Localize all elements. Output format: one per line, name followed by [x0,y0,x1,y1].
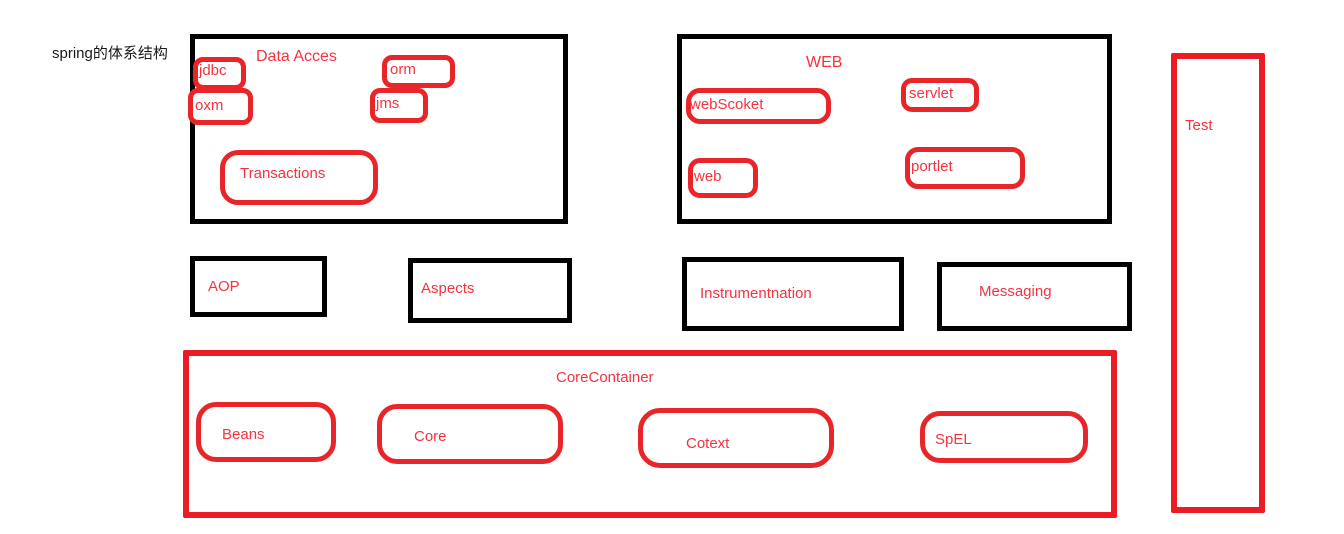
box-messaging[interactable] [937,262,1132,331]
box-aop[interactable] [190,256,327,317]
module-servlet[interactable] [901,78,979,112]
box-aspects[interactable] [408,258,572,323]
box-instrumentation[interactable] [682,257,904,331]
module-beans[interactable] [196,402,336,462]
module-web[interactable] [688,158,758,198]
container-test [1171,53,1265,513]
module-transactions[interactable] [220,150,378,205]
module-jms[interactable] [370,88,428,123]
container-web [677,34,1112,224]
module-portlet[interactable] [905,147,1025,189]
page-title: spring的体系结构 [52,45,168,62]
module-oxm[interactable] [188,88,253,125]
module-spel[interactable] [920,411,1088,463]
module-orm[interactable] [382,55,455,88]
module-websocket[interactable] [686,88,831,124]
module-core[interactable] [377,404,563,464]
module-context[interactable] [638,408,834,468]
module-jdbc[interactable] [193,57,246,90]
